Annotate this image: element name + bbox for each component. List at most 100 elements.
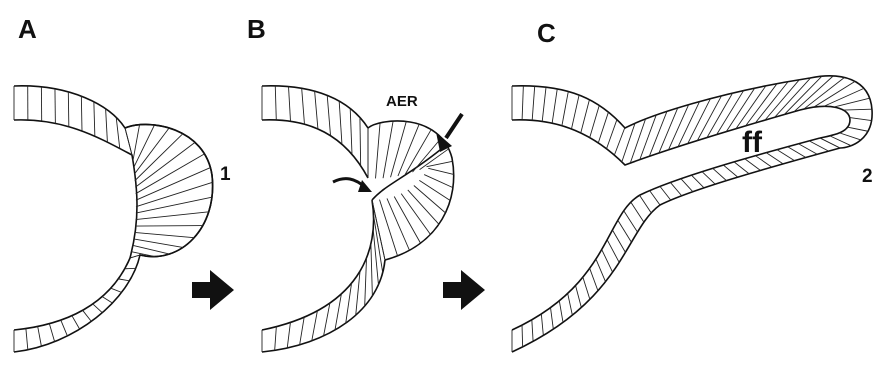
cell-tick	[755, 155, 773, 168]
cell-tick	[847, 126, 869, 132]
aer-fold-b	[367, 120, 455, 261]
cell-tick	[639, 195, 652, 214]
cell-tick	[413, 185, 446, 214]
cell-tick	[735, 85, 767, 130]
cell-tick	[551, 88, 558, 124]
cell-tick	[371, 199, 386, 261]
cell-tick	[334, 293, 342, 331]
cell-tick	[765, 152, 784, 165]
cell-tick	[716, 90, 745, 135]
cell-tick	[288, 86, 291, 122]
cell-tick	[323, 302, 331, 336]
cell-tick	[419, 179, 451, 201]
cell-tick	[696, 95, 722, 141]
cell-tick	[776, 149, 795, 162]
cell-tick	[428, 167, 454, 175]
cell-tick	[338, 101, 343, 145]
cell-tick	[712, 167, 727, 181]
cell-tick	[412, 137, 442, 173]
panel-c-label: C	[537, 18, 556, 48]
cell-tick	[580, 99, 590, 134]
limb-outgrowth-c	[511, 75, 873, 353]
cell-tick	[134, 133, 184, 182]
cell-tick	[372, 229, 379, 285]
cell-tick	[314, 91, 319, 130]
cell-tick	[531, 86, 536, 121]
cell-tick	[382, 120, 394, 179]
cell-tick	[725, 87, 756, 132]
cell-tick	[426, 160, 453, 168]
cell-tick	[839, 132, 861, 141]
cell-tick	[386, 198, 410, 251]
cell-tick	[359, 117, 362, 166]
cell-tick	[92, 303, 103, 314]
cell-tick	[723, 164, 739, 178]
cell-tick	[668, 104, 690, 151]
cell-tick	[677, 101, 700, 147]
cell-tick	[93, 101, 96, 137]
cell-tick	[567, 293, 573, 316]
cell-tick	[404, 129, 432, 175]
curved-arrow-head-icon	[358, 180, 372, 192]
cell-tick	[37, 326, 42, 347]
cell-tick	[132, 244, 170, 255]
cell-tick	[345, 283, 353, 324]
panel-a-label: A	[18, 14, 37, 44]
cell-tick	[135, 225, 203, 227]
cell-tick	[774, 77, 811, 118]
cell-tick	[601, 249, 613, 273]
cell-tick	[575, 285, 582, 308]
cell-tick	[813, 81, 856, 108]
cell-tick	[71, 315, 81, 330]
cell-tick	[25, 328, 29, 350]
cell-tick	[135, 142, 196, 188]
cell-tick	[299, 317, 305, 345]
cell-tick	[793, 75, 834, 113]
cell-tick	[419, 148, 449, 170]
cell-tick	[629, 118, 646, 164]
panel-a: A 1	[13, 14, 234, 353]
cell-tick	[754, 81, 789, 124]
cell-tick	[131, 251, 155, 258]
cell-tick	[706, 92, 733, 138]
cell-tick	[521, 85, 524, 120]
cell-tick	[558, 300, 564, 323]
cell-tick	[623, 210, 638, 233]
cell-tick	[274, 85, 277, 121]
cell-tick	[379, 199, 398, 256]
cell-tick	[823, 87, 865, 107]
step-number-1: 1	[220, 164, 231, 185]
cell-tick	[803, 77, 845, 110]
cell-tick	[612, 229, 626, 253]
cell-tick	[301, 88, 305, 125]
cell-tick	[364, 257, 367, 307]
cell-tick	[764, 79, 800, 121]
panel-b: B AER	[247, 14, 485, 353]
cell-tick	[670, 182, 683, 197]
cell-tick	[370, 243, 373, 296]
cell-tick	[648, 111, 668, 157]
cell-tick	[326, 95, 331, 136]
ff-label: ff	[742, 126, 763, 159]
cell-tick	[133, 127, 170, 175]
cell-tick	[400, 193, 431, 235]
cell-tick	[787, 146, 807, 158]
cell-tick	[349, 108, 353, 155]
cell-tick	[132, 124, 140, 162]
cell-tick	[373, 214, 384, 273]
cell-tick	[621, 123, 636, 163]
cell-tick	[60, 319, 68, 337]
epithelium-band-a	[13, 85, 214, 353]
cell-tick	[659, 186, 672, 201]
cell-tick	[423, 174, 454, 189]
cell-tick	[680, 178, 694, 192]
cell-tick	[843, 108, 872, 111]
cell-tick	[355, 271, 361, 316]
cell-tick	[390, 121, 407, 178]
cell-tick	[606, 119, 618, 149]
cell-tick	[135, 211, 209, 221]
step-number-2: 2	[862, 166, 873, 187]
cell-tick	[701, 171, 716, 185]
cell-tick	[135, 153, 205, 195]
